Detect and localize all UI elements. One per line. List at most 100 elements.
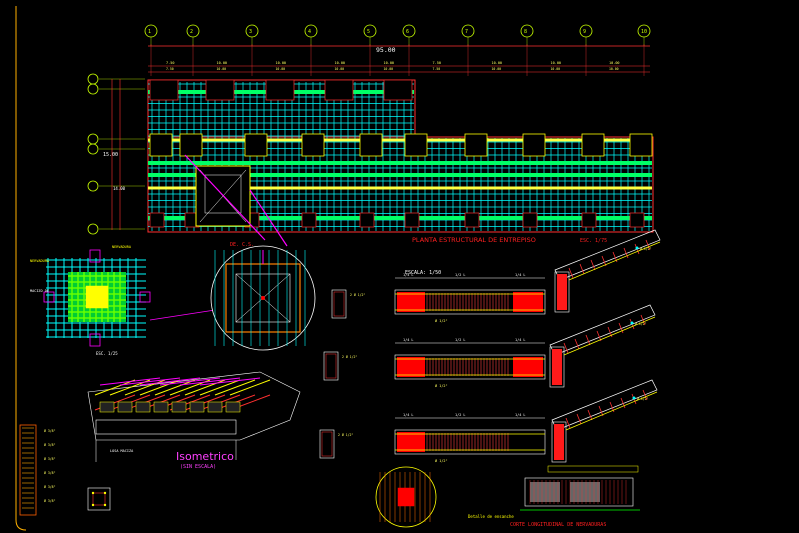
magenta-leader xyxy=(249,189,288,247)
axis-bubble-label: 7 xyxy=(465,29,468,35)
axis-bubble-label: 1 xyxy=(148,29,151,35)
beam-dim-text: 1/2 L xyxy=(455,338,466,342)
persp-marker xyxy=(635,246,639,250)
small-section-outer xyxy=(87,487,111,511)
magenta-leader xyxy=(184,154,266,241)
axis-bubble-label: 6 xyxy=(406,29,409,35)
left-column-note: Ø 3/8" xyxy=(44,498,56,503)
persp-bar xyxy=(568,241,661,281)
span-dim: 10.00 xyxy=(492,67,502,71)
persp-stirrup xyxy=(563,342,569,354)
col-note: MACIZO DE xyxy=(30,289,49,293)
persp-note: Ø 1/2" xyxy=(637,396,649,401)
column-bottom xyxy=(629,212,645,228)
iso-rib xyxy=(94,379,136,396)
persp-stirrup xyxy=(576,413,582,425)
col-note: NERVADURA xyxy=(30,259,50,263)
solid-zone-mid xyxy=(359,133,383,157)
span-dim: 10.00 xyxy=(335,67,345,71)
persp-stirrup xyxy=(645,239,651,251)
left-column-section xyxy=(19,424,37,516)
persp-note: Ø 1/2" xyxy=(635,321,647,326)
iso-stirrup xyxy=(159,377,221,386)
persp-stirrup xyxy=(618,322,624,334)
beam-dim-text: 1/2 L xyxy=(455,273,466,277)
iso-rib xyxy=(214,379,256,396)
plan-scale: ESC. 1/75 xyxy=(580,238,607,244)
beam-end-zone xyxy=(513,292,543,312)
beam-body xyxy=(394,354,546,380)
iso-stirrup xyxy=(139,377,201,386)
bottom-details xyxy=(375,465,640,528)
beam-xsection-stirrup xyxy=(325,353,337,379)
beam-xsection-note: 2 Ø 1/2" xyxy=(338,432,353,437)
persp-beam-front xyxy=(554,271,570,313)
solid-zone-mid xyxy=(404,133,428,157)
beam-xsection-note: 2 Ø 1/2" xyxy=(342,354,357,359)
bottom-beam-fill xyxy=(570,482,600,502)
beam-dim-text: 1/4 L xyxy=(515,338,526,342)
iso-rib xyxy=(154,379,196,396)
beam-dim-text: 1/4 L xyxy=(403,413,414,417)
beam-xsection-stirrup xyxy=(321,431,333,457)
row-bubble xyxy=(87,83,99,95)
iso-base xyxy=(95,419,237,435)
beam-xsection-note: 2 Ø 1/2" xyxy=(350,292,365,297)
perspective-beams: Ø 1/2"Ø 1/2"Ø 1/2" xyxy=(549,229,661,463)
iso-note: LOSA MACIZA xyxy=(110,449,134,453)
column-bottom xyxy=(581,212,597,228)
col-tab-bottom xyxy=(89,333,101,347)
span-dim: 10.00 xyxy=(217,61,228,65)
row-bubble xyxy=(87,223,99,235)
span-dim: 10.00 xyxy=(492,61,503,65)
solid-zone-top xyxy=(205,79,235,101)
persp-stirrup xyxy=(587,409,593,421)
solid-zone-mid xyxy=(179,133,203,157)
beam-dim-text: 1/2 L xyxy=(455,413,466,417)
col-tab-left xyxy=(43,291,55,303)
plan-total-dimension: 95.00 xyxy=(376,46,396,54)
persp-stirrup xyxy=(596,330,602,342)
row-bubble xyxy=(87,180,99,192)
span-dim: 10.00 xyxy=(384,61,395,65)
beam-end-zone xyxy=(397,432,425,452)
column-bottom xyxy=(464,212,480,228)
iso-block xyxy=(207,401,223,413)
isometric-title: Isometrico xyxy=(176,450,234,463)
left-column-note: Ø 3/8" xyxy=(44,442,56,447)
beam-dim-text: 1/4 L xyxy=(515,273,526,277)
span-dim: 10.00 xyxy=(609,61,620,65)
small-section-bar xyxy=(91,503,95,507)
beam-dim-text: 1/4 L xyxy=(403,273,414,277)
footer-note: Detalle de ensanche xyxy=(468,514,514,519)
beam-dim-text: 1/4 L xyxy=(403,338,414,342)
iso-block xyxy=(225,401,241,413)
left-column-note: Ø 3/8" xyxy=(44,470,56,475)
persp-stirrup xyxy=(574,338,580,350)
persp-stirrup xyxy=(568,267,574,279)
span-dim: 7.50 xyxy=(166,67,174,71)
persp-beam-front xyxy=(551,421,567,463)
persp-beam-fill xyxy=(552,349,562,385)
bottom-beam-cap xyxy=(547,465,639,473)
bottom-circle xyxy=(375,466,437,528)
left-dim-value: 15.00 xyxy=(103,152,118,158)
solid-zone-mid xyxy=(301,133,325,157)
axis-bubble-label: 3 xyxy=(249,29,252,35)
bottom-circle-core xyxy=(397,487,415,507)
main-beam-green xyxy=(148,161,652,165)
small-section-bar xyxy=(103,491,107,495)
iso-stirrup xyxy=(179,377,241,386)
solid-zone-top xyxy=(149,79,179,101)
persp-beam-front xyxy=(549,346,565,388)
plan-body xyxy=(147,79,654,247)
row-bubble xyxy=(87,143,99,155)
small-section-bar xyxy=(91,491,95,495)
span-dim: 10.00 xyxy=(217,67,227,71)
span-dim: 10.00 xyxy=(335,61,346,65)
left-dim-value: 14.00 xyxy=(113,186,126,191)
column-bottom xyxy=(359,212,375,228)
